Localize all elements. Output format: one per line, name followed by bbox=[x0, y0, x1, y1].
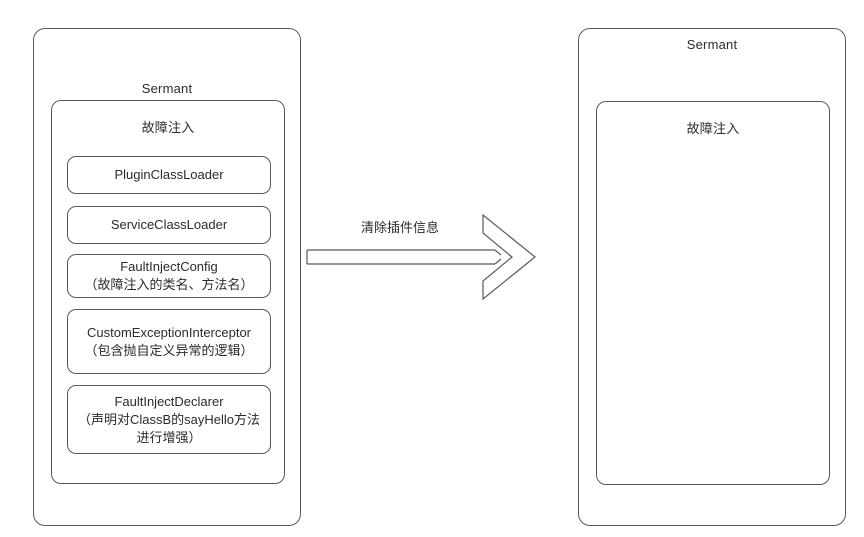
arrow-icon bbox=[306, 213, 536, 301]
right-sermant-panel: Sermant 故障注入 bbox=[578, 28, 846, 526]
item-fault-inject-declarer: FaultInjectDeclarer （声明对ClassB的sayHello方… bbox=[67, 385, 271, 454]
arrow-label: 清除插件信息 bbox=[360, 220, 439, 235]
item-line: CustomExceptionInterceptor bbox=[86, 324, 252, 340]
item-line: FaultInjectDeclarer bbox=[114, 393, 224, 409]
item-line: （故障注入的类名、方法名） bbox=[84, 277, 254, 292]
item-service-class-loader: ServiceClassLoader bbox=[67, 206, 271, 244]
item-line: PluginClassLoader bbox=[114, 167, 224, 182]
item-line: （包含抛自定义异常的逻辑） bbox=[84, 342, 254, 358]
item-plugin-class-loader: PluginClassLoader bbox=[67, 156, 271, 194]
clear-plugin-info-arrow: 清除插件信息 bbox=[305, 205, 540, 305]
item-custom-exception-interceptor: CustomExceptionInterceptor （包含抛自定义异常的逻辑） bbox=[67, 309, 271, 374]
left-sermant-panel: Sermant 故障注入 PluginClassLoader ServiceCl… bbox=[33, 28, 301, 526]
left-sermant-title: Sermant bbox=[141, 81, 193, 96]
item-line: （声明对ClassB的sayHello方法进行增强） bbox=[77, 411, 261, 445]
right-sermant-title: Sermant bbox=[686, 37, 738, 52]
item-line: FaultInjectConfig bbox=[120, 259, 218, 274]
left-fault-injection-title: 故障注入 bbox=[141, 120, 195, 135]
right-fault-injection-panel: 故障注入 bbox=[596, 101, 830, 485]
item-fault-inject-config: FaultInjectConfig （故障注入的类名、方法名） bbox=[67, 254, 271, 298]
item-line: ServiceClassLoader bbox=[110, 217, 228, 232]
right-fault-injection-title: 故障注入 bbox=[686, 121, 740, 136]
left-fault-injection-panel: 故障注入 PluginClassLoader ServiceClassLoade… bbox=[51, 100, 285, 484]
